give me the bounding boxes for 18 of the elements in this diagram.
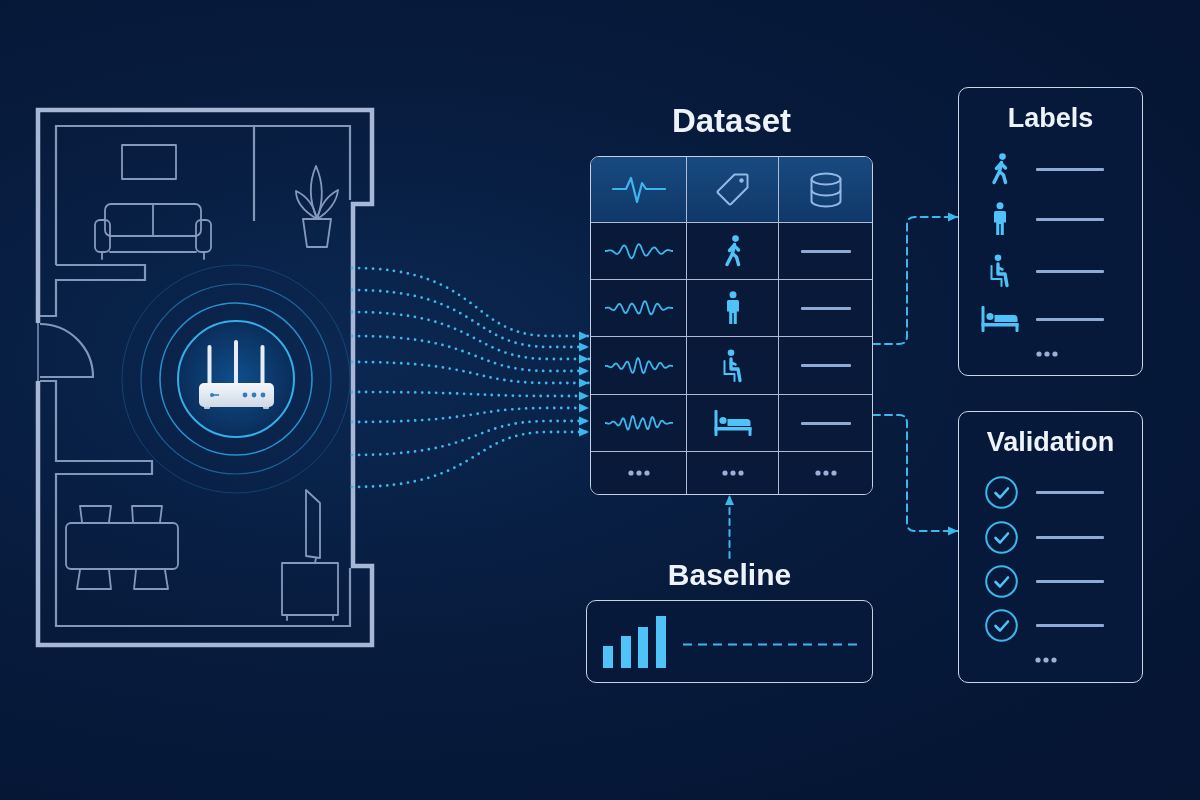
section-heading: Validation (986, 427, 1115, 459)
signal-arrow (350, 427, 591, 489)
signal-arrow (350, 360, 591, 388)
signal-arrow (350, 334, 591, 376)
dashed-arrow (872, 414, 959, 536)
dashed-arrow (872, 212, 959, 345)
section-heading: Labels (1007, 103, 1094, 135)
list-panel (958, 411, 1143, 683)
section-heading: Baseline (667, 558, 792, 593)
section-heading: Dataset (671, 102, 792, 140)
signal-arrow (350, 310, 591, 364)
signal-arrow (350, 288, 591, 352)
signal-arrow (350, 416, 591, 457)
dashed-arrow (725, 494, 734, 559)
signal-arrow (350, 266, 591, 341)
list-panel (958, 87, 1143, 376)
signal-arrow (350, 390, 591, 401)
signal-arrow (350, 403, 591, 424)
